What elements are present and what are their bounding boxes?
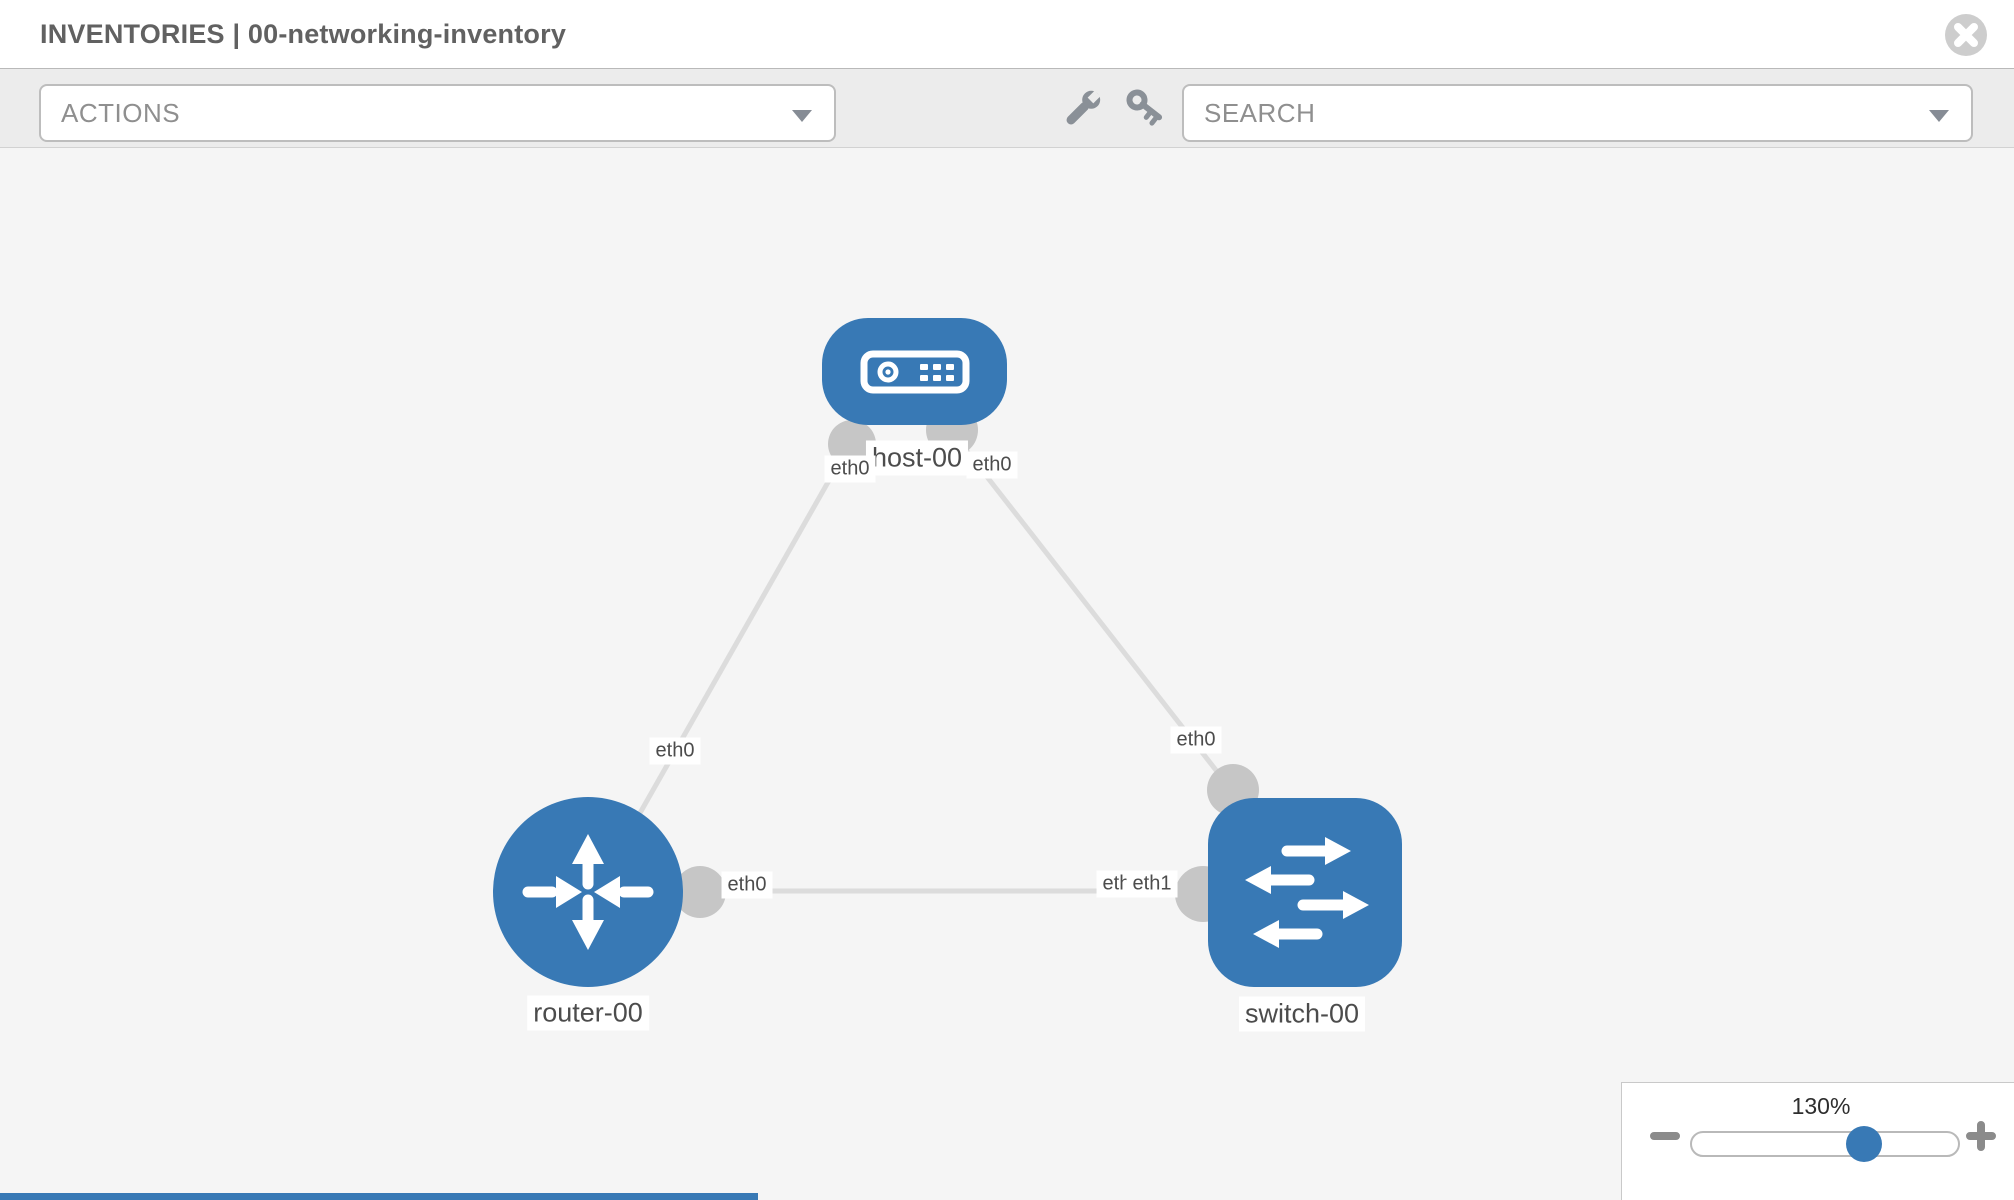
router-icon	[522, 834, 654, 950]
if-label-switch-eth0-uplink: eth0	[1170, 726, 1222, 754]
node-label-host: host-00	[865, 440, 969, 476]
toolbar: ACTIONS SEARCH	[0, 68, 2014, 148]
bottom-accent-strip	[0, 1193, 758, 1200]
wrench-icon[interactable]	[1056, 83, 1108, 135]
search-dropdown[interactable]: SEARCH	[1182, 84, 1973, 142]
if-label-switch-eth1: eth1	[1126, 870, 1178, 898]
if-label-host-left: eth0	[824, 455, 876, 483]
node-switch-00[interactable]	[1208, 798, 1402, 987]
key-icon[interactable]	[1120, 83, 1172, 135]
close-icon[interactable]	[1944, 13, 1988, 57]
topology-canvas[interactable]: host-00 eth0 eth0 eth0 eth0 eth0 eth0 et…	[0, 149, 2014, 1200]
zoom-control-panel: 130%	[1621, 1082, 2014, 1200]
connector-router-eth0	[674, 866, 726, 918]
topology-links-layer	[633, 404, 1259, 922]
zoom-level-value: 130%	[1791, 1093, 1851, 1119]
header: INVENTORIES | 00-networking-inventory	[0, 0, 2014, 68]
caret-down-icon	[1929, 110, 1949, 122]
zoom-out-minus-icon[interactable]	[1648, 1119, 1682, 1153]
zoom-in-plus-icon[interactable]	[1964, 1119, 1998, 1153]
actions-dropdown-label: ACTIONS	[61, 97, 181, 128]
node-host-00[interactable]	[822, 318, 1007, 425]
host-server-icon	[860, 350, 969, 393]
caret-down-icon	[792, 110, 812, 122]
page-title: INVENTORIES | 00-networking-inventory	[40, 19, 567, 49]
if-label-router-eth0: eth0	[721, 871, 773, 899]
actions-dropdown[interactable]: ACTIONS	[39, 84, 836, 142]
switch-icon	[1245, 836, 1369, 948]
zoom-slider-knob[interactable]	[1846, 1126, 1882, 1162]
if-label-host-right: eth0	[966, 451, 1018, 479]
node-label-switch: switch-00	[1238, 996, 1366, 1032]
node-router-00[interactable]	[493, 797, 683, 987]
node-label-router: router-00	[527, 995, 649, 1031]
zoom-slider-track[interactable]	[1690, 1131, 1960, 1157]
if-label-router-eth0-uplink: eth0	[649, 737, 701, 765]
search-dropdown-label: SEARCH	[1204, 97, 1316, 128]
